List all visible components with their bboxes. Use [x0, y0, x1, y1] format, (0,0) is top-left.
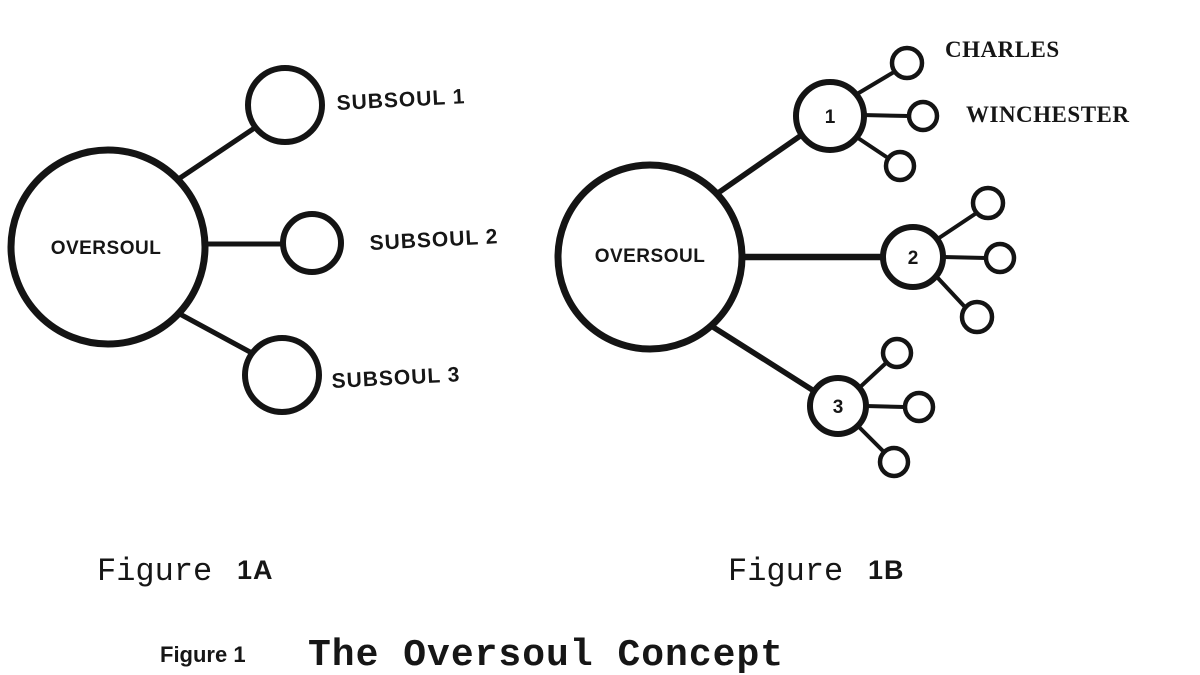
node-1-satellite-2-circle — [906, 99, 940, 133]
connector-node2-satellite2 — [941, 255, 988, 260]
node-3-satellite-2-circle — [902, 390, 936, 424]
connector-node2-satellite1 — [934, 212, 977, 242]
oversoul-circle-1a — [7, 146, 209, 348]
node-2-satellite-1-circle — [970, 185, 1006, 221]
connector-oversoul-node3 — [710, 324, 817, 394]
oversoul-circle-1b — [554, 161, 746, 353]
oversoul-label-1a: OVERSOUL — [51, 238, 162, 259]
connector-oversoul-node1 — [715, 131, 806, 196]
connector-oversoul-subsoul1 — [177, 126, 256, 181]
node-1-satellite-1-circle — [889, 45, 925, 81]
subsoul-1-label: SUBSOUL 1 — [336, 85, 466, 115]
node-1-number: 1 — [825, 107, 836, 128]
bottom-figure-title: The Oversoul Concept — [308, 634, 784, 675]
subsoul-1-circle — [245, 65, 325, 145]
node-2-satellite-2-circle — [983, 241, 1017, 275]
connector-node1-satellite1 — [850, 70, 896, 99]
node-3-satellite-3-circle — [877, 445, 911, 479]
figure-1b-caption-id: 1B — [868, 555, 905, 585]
node-3-satellite-1-circle — [880, 336, 914, 370]
node-1-satellite-3-circle — [883, 149, 917, 183]
node-3-number: 3 — [833, 397, 844, 418]
connector-node3-satellite1 — [856, 361, 888, 391]
node-1-circle — [793, 79, 867, 153]
satellite-label-charles: CHARLES — [945, 37, 1060, 62]
figure-1a-caption-word: Figure — [97, 553, 212, 590]
subsoul-3-circle — [242, 335, 322, 415]
connector-node3-satellite2 — [864, 404, 907, 409]
node-3-circle — [807, 375, 869, 437]
subsoul-3-label: SUBSOUL 3 — [331, 363, 461, 393]
oversoul-label-1b: OVERSOUL — [595, 246, 706, 267]
subsoul-2-circle — [280, 211, 344, 275]
connector-node2-satellite3 — [934, 274, 966, 308]
figure-1a-caption-id: 1A — [237, 555, 274, 585]
satellite-label-winchester: WINCHESTER — [966, 102, 1129, 127]
connector-oversoul-subsoul3 — [175, 310, 253, 355]
figure-1a: OVERSOUL SUBSOUL 1 SUBSOUL 2 SUBSOUL 3 F… — [7, 65, 499, 590]
subsoul-2-label: SUBSOUL 2 — [369, 225, 499, 255]
figure-1b-caption-word: Figure — [728, 553, 843, 590]
node-2-number: 2 — [908, 248, 919, 269]
node-2-satellite-3-circle — [959, 299, 995, 335]
connector-node3-satellite3 — [854, 422, 886, 454]
bottom-caption: Figure 1 The Oversoul Concept — [160, 634, 784, 675]
node-2-circle — [880, 224, 946, 290]
bottom-figure-label: Figure 1 — [160, 642, 246, 667]
figure-1b: OVERSOUL 1 CHARLES WINCHESTER 2 — [554, 37, 1129, 590]
connector-node1-satellite2 — [860, 113, 911, 118]
